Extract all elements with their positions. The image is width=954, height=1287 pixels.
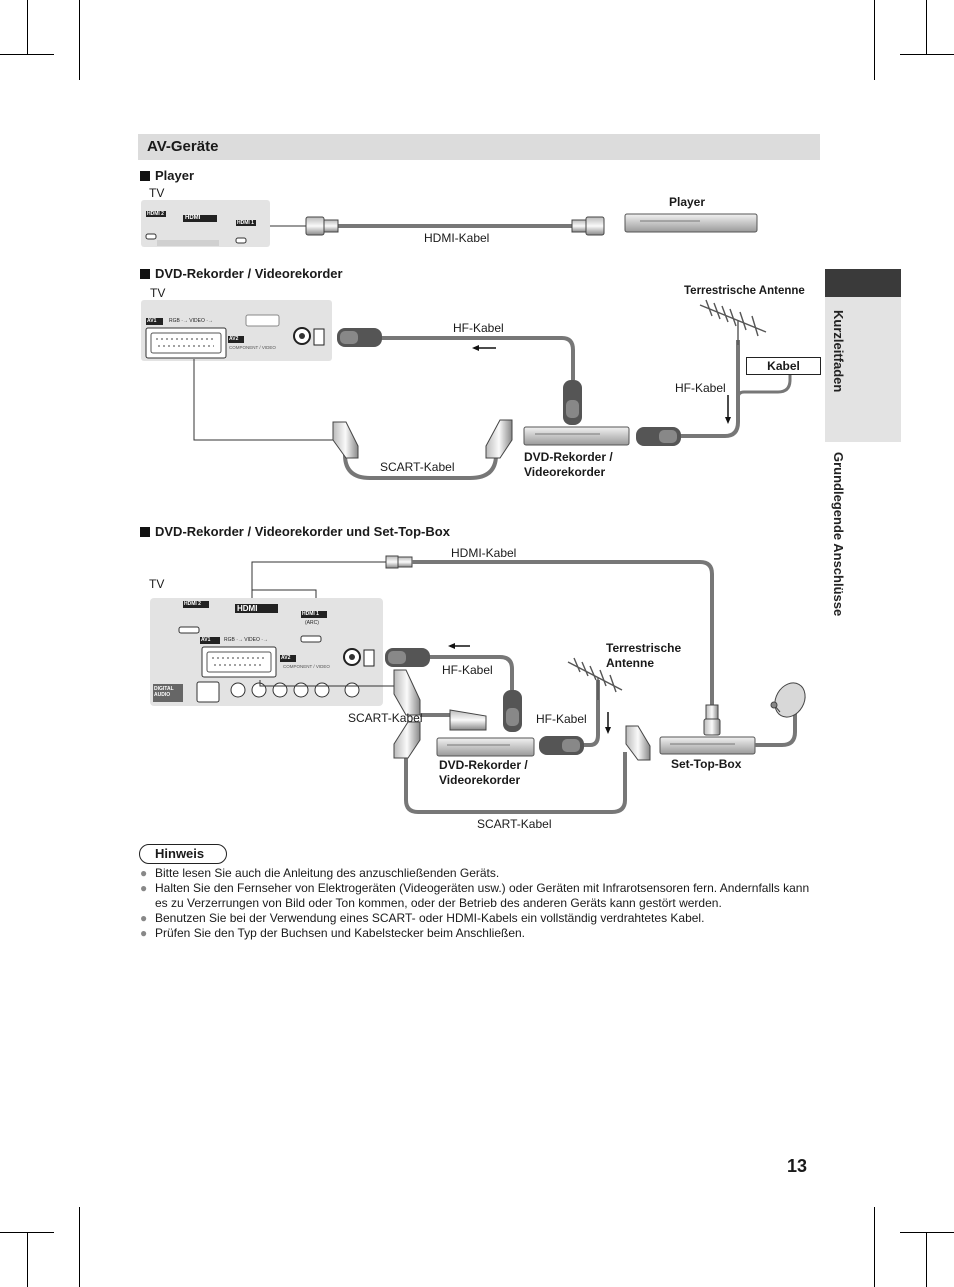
square-bullet-icon xyxy=(140,269,150,279)
hdmi-plug-icon xyxy=(571,216,605,236)
antenna-icon xyxy=(699,299,767,345)
page-number: 13 xyxy=(787,1156,808,1176)
panel-hdmi1-label: HDMI 1 xyxy=(237,220,254,226)
stb-settop-label: Set-Top-Box xyxy=(671,757,742,771)
player-diagram xyxy=(141,200,758,247)
panel-hdmi2-label: HDMI 2 xyxy=(147,211,164,217)
panel-av2-label: AV2 xyxy=(229,336,239,342)
stb-recorder-label: DVD-Rekorder / Videorekorder xyxy=(439,758,528,787)
panel-av1-label: AV1 xyxy=(147,318,157,324)
settop-box-device-icon xyxy=(659,736,756,755)
stb-diagram xyxy=(150,555,806,814)
dvd-hf-cable-label-1: HF-Kabel xyxy=(453,321,504,335)
dvd-section-title: DVD-Rekorder / Videorekorder xyxy=(140,266,343,281)
panel-stb-hdmi1-label: HDMI 1 xyxy=(302,611,319,617)
stb-hf-cable-label-2: HF-Kabel xyxy=(536,712,587,726)
hinweis-badge: Hinweis xyxy=(139,844,227,864)
hdmi-plug-icon xyxy=(703,704,721,736)
player-device-label: Player xyxy=(669,195,706,209)
dvd-antenna-label: Terrestrische Antenne xyxy=(684,285,805,297)
section-title: AV-Geräte xyxy=(147,138,219,155)
dvd-recorder-device-icon xyxy=(436,737,535,757)
square-bullet-icon xyxy=(140,171,150,181)
scart-plug-icon xyxy=(393,721,421,759)
rf-plug-icon xyxy=(636,427,681,446)
scart-plug-icon xyxy=(485,419,513,459)
panel-stb-av1-label: AV1 xyxy=(201,637,211,643)
panel-stb-hdmi2-label: HDMI 2 xyxy=(184,601,201,607)
scart-plug-icon xyxy=(332,421,359,459)
dvd-kabel-box: Kabel xyxy=(746,357,821,375)
hdmi-plug-icon xyxy=(305,216,339,236)
panel-stb-hdmi-logo: HDMI xyxy=(237,604,258,613)
stb-scart-cable-label-1: SCART-Kabel xyxy=(348,711,423,725)
hdmi-plug-icon xyxy=(385,555,413,569)
tv-panel-player xyxy=(141,200,270,247)
satellite-dish-icon xyxy=(770,682,806,718)
panel-stb-av2-label: AV2 xyxy=(281,655,291,661)
rf-plug-icon xyxy=(539,736,584,755)
panel-component-label: COMPONENT / VIDEO xyxy=(229,345,276,350)
dvd-tv-label: TV xyxy=(150,286,166,300)
rf-plug-icon xyxy=(363,648,430,667)
list-item: ●Bitte lesen Sie auch die Anleitung des … xyxy=(140,866,500,880)
stb-scart-cable-label-2: SCART-Kabel xyxy=(477,817,552,831)
dvd-hf-cable-label-2: HF-Kabel xyxy=(675,381,726,395)
panel-stb-component-label: COMPONENT / VIDEO xyxy=(283,664,330,669)
bullet-icon: ● xyxy=(140,881,148,895)
dvd-diagram xyxy=(141,299,792,480)
stb-hdmi-cable-label: HDMI-Kabel xyxy=(451,546,517,560)
player-section-title: Player xyxy=(140,168,194,183)
list-item: ●Benutzen Sie bei der Verwendung eines S… xyxy=(140,911,705,925)
stb-tv-label: TV xyxy=(149,577,165,591)
panel-digital-audio-label: DIGITAL AUDIO xyxy=(154,686,174,698)
player-hdmi-cable-label: HDMI-Kabel xyxy=(424,231,490,245)
list-item: ●Halten Sie den Fernseher von Elektroger… xyxy=(140,881,810,910)
hinweis-list: ●Bitte lesen Sie auch die Anleitung des … xyxy=(139,866,819,941)
scart-plug-icon xyxy=(625,725,651,761)
antenna-icon xyxy=(567,657,623,700)
side-tab-kurzleitfaden[interactable] xyxy=(825,297,901,442)
panel-hdmi-logo: HDMI xyxy=(185,215,201,221)
section-header: AV-Geräte xyxy=(138,134,820,160)
rf-plug-icon xyxy=(313,328,382,347)
scart-plug-icon xyxy=(393,669,421,716)
panel-stb-arc-label: (ARC) xyxy=(305,620,319,626)
bullet-icon: ● xyxy=(140,926,148,940)
dvd-recorder-label: DVD-Rekorder / Videorekorder xyxy=(524,450,613,479)
bullet-icon: ● xyxy=(140,866,148,880)
rf-plug-icon xyxy=(503,690,522,732)
player-device-icon xyxy=(624,213,758,233)
player-tv-label: TV xyxy=(149,186,165,200)
square-bullet-icon xyxy=(140,527,150,537)
side-tab-marker xyxy=(825,269,901,297)
rf-plug-icon xyxy=(563,380,582,425)
stb-antenna-label: Terrestrische Antenne xyxy=(606,641,682,670)
scart-plug-icon xyxy=(449,709,487,731)
list-item: ●Prüfen Sie den Typ der Buchsen und Kabe… xyxy=(140,926,526,940)
dvd-scart-cable-label: SCART-Kabel xyxy=(380,460,455,474)
dvd-recorder-device-icon xyxy=(523,426,630,446)
stb-hf-cable-label-1: HF-Kabel xyxy=(442,663,493,677)
panel-stb-rgb-video-label: RGB ·→ VIDEO ·→ xyxy=(224,637,268,643)
stb-section-title: DVD-Rekorder / Videorekorder und Set-Top… xyxy=(140,524,450,539)
bullet-icon: ● xyxy=(140,911,148,925)
panel-rgb-video-label: RGB ·→ VIDEO ·→ xyxy=(169,318,213,324)
